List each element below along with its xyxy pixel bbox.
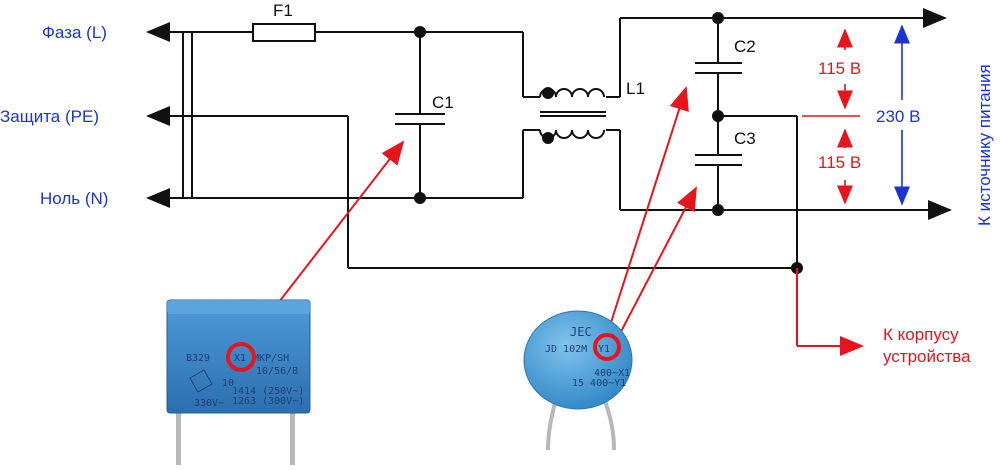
label-neutral: Ноль (N) [40,189,108,208]
input-lines [146,22,415,208]
capacitor-c3 [695,154,742,166]
label-voltage-bottom: 115 В [818,153,861,172]
x-cap-line3: 10 [222,378,234,389]
label-to-case-1: К корпусу [883,325,959,344]
label-c3: C3 [734,129,756,148]
y-cap-line3: 15 400~Y1 [572,378,626,389]
label-phase: Фаза (L) [42,23,107,42]
label-c2: C2 [734,37,756,56]
capacitor-c2 [695,62,742,74]
label-voltage-total: 230 В [876,107,920,126]
label-to-power-source: К источнику питания [975,64,994,226]
x-capacitor-photo: B329 X1 MKP/SH 10/56/B 10 1414 (250V~) 1… [166,299,311,465]
label-fuse: F1 [273,1,293,20]
label-l1: L1 [626,79,645,98]
label-voltage-top: 115 В [818,59,861,78]
x-cap-line2: 10/56/B [256,366,298,377]
x-cap-line1b: MKP/SH [253,353,289,364]
y-cap-line1: JD 102M [545,344,587,355]
x-cap-line4: 1414 (250V~) [232,386,304,397]
x-cap-line1: B329 [186,353,210,364]
choke-dot-top [542,87,554,99]
x-cap-line5: 1263 (300V~) [232,396,304,407]
fuse-f1 [252,23,316,42]
label-c1: C1 [432,93,454,112]
y1-highlight-circle [593,333,621,361]
y-capacitor-photo: JEC JD 102M Y1 400~X1 15 400~Y1 [523,310,633,451]
y-cap-mark: Y1 [598,344,610,355]
y-cap-line2: 400~X1 [594,368,630,379]
label-to-case-2: устройства [883,347,971,366]
wiring [347,8,952,269]
pointer-arrows [247,86,697,346]
label-protect: Защита (PE) [0,107,99,126]
x-cap-line6: 330V~ [194,398,224,409]
choke-dot-bottom [542,132,554,144]
x1-highlight-circle [226,342,256,372]
junction-dots [414,12,803,274]
x-cap-mark: X1 [234,353,246,364]
case-arrow [796,268,864,356]
capacitor-c1 [395,113,445,125]
x-cap-logo-icon [189,369,213,393]
y-cap-brand: JEC [570,325,592,339]
voltage-arrows [802,24,910,206]
